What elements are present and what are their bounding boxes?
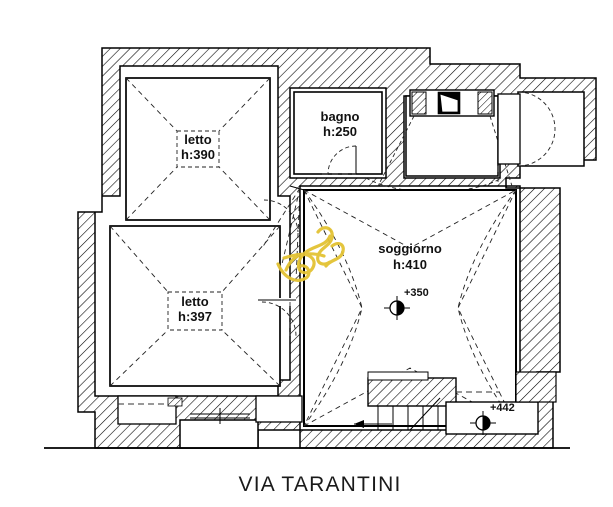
- entrance-threshold: [117, 395, 303, 449]
- niche-throat: [497, 93, 521, 165]
- room-bagno-250: bagno h:250: [293, 91, 383, 175]
- window-pilaster-left: [411, 91, 427, 115]
- stair-treads: [377, 406, 439, 430]
- niche-arc: [517, 91, 556, 167]
- window-mullion-inner: [439, 93, 459, 113]
- door-letto397-soggiorno: [258, 298, 297, 337]
- entrance-jamb-left: [167, 397, 183, 407]
- street-name-label: VIA TARANTINI: [238, 473, 401, 496]
- letto-397-height: h:397: [178, 309, 212, 324]
- niche-opening: [517, 91, 585, 167]
- letto-390-name: letto: [184, 132, 212, 147]
- level-marker-442-label: +442: [490, 402, 515, 414]
- soggiorno-410-name: soggiorno: [378, 241, 442, 256]
- handwritten-signature-annotation: [276, 226, 345, 282]
- letto-397-walls: [109, 225, 281, 387]
- corner-fan-lines: [261, 187, 301, 281]
- level-marker-442: +442: [445, 401, 539, 435]
- letto-390-walls: [125, 77, 271, 221]
- letto-397-name: letto: [181, 294, 209, 309]
- window-recess-top-right: [365, 89, 513, 193]
- stair-direction-arrow: [354, 420, 392, 428]
- entrance-recess-left: [117, 395, 177, 425]
- right-side-niche: [497, 91, 585, 167]
- soggiorno-410-height: h:410: [393, 257, 427, 272]
- level-marker-350: +350: [384, 287, 429, 320]
- room-letto-390: letto h:390: [125, 77, 271, 221]
- entrance-recess-right: [255, 395, 303, 423]
- letto-397-vault-lines: [109, 225, 281, 387]
- room-letto-397: letto h:397: [109, 225, 281, 387]
- corner-passage-detail: [261, 185, 305, 281]
- letto-390-vault-lines: [125, 77, 271, 221]
- entrance-sill-symbol: [190, 408, 250, 424]
- letto-397-vault-center: [167, 291, 223, 331]
- bagno-250-walls: [293, 91, 383, 175]
- entrance-threshold-block: [179, 419, 259, 449]
- entrance-corridor-area: [445, 401, 539, 435]
- stair-top-step: [367, 371, 429, 381]
- letto-390-vault-center: [176, 130, 220, 168]
- stair-nosing-diagonal: [409, 397, 441, 431]
- bagno-250-name: bagno: [321, 109, 360, 124]
- door-opening-gap: [258, 298, 296, 306]
- lower-right-step-hatch: [515, 371, 557, 403]
- corner-door-arc: [263, 199, 299, 233]
- window-pilaster-right: [477, 91, 493, 115]
- bagno-250-height: h:250: [323, 124, 357, 139]
- letto-390-height: h:390: [181, 147, 215, 162]
- bagno-door-swing: [327, 145, 357, 175]
- level-marker-350-label: +350: [404, 287, 429, 299]
- stair-landing: [367, 377, 457, 407]
- lower-right-wall-step: [515, 371, 557, 403]
- staircase: [354, 371, 500, 431]
